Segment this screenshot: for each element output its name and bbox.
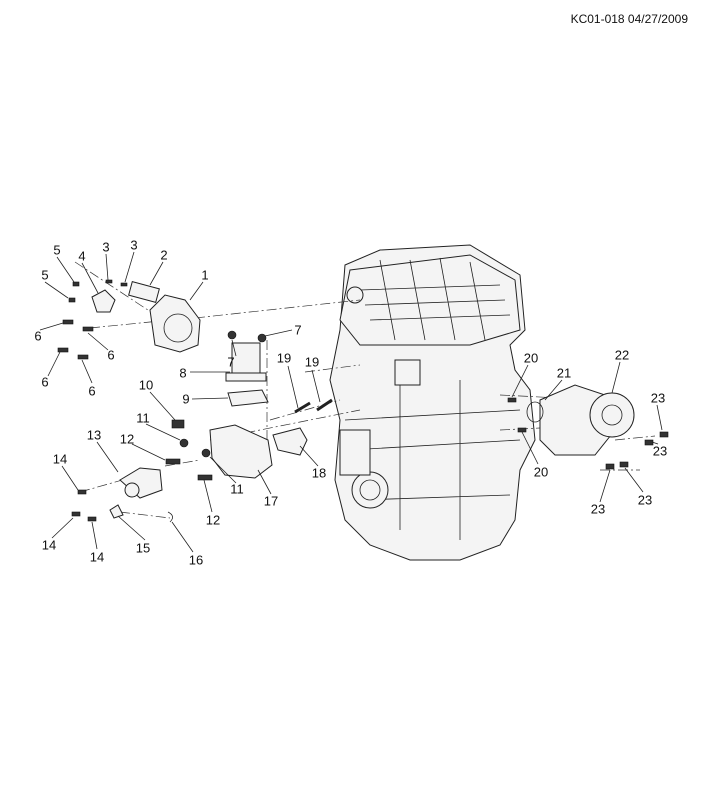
callout-7: 7 [294,322,302,338]
callout-6: 6 [41,374,49,390]
callout-14: 14 [89,549,105,565]
callout-15: 15 [135,540,151,556]
callout-5: 5 [41,267,49,283]
callout-5: 5 [53,242,61,258]
callout-23: 23 [637,492,653,508]
callout-14: 14 [52,451,68,467]
callout-10: 10 [138,377,154,393]
callout-7: 7 [227,354,235,370]
engine-assembly [329,244,536,561]
callout-17: 17 [263,493,279,509]
callout-23: 23 [650,390,666,406]
callout-11: 11 [136,410,150,426]
callout-14: 14 [41,537,57,553]
callout-2: 2 [160,247,168,263]
callout-1: 1 [201,267,209,283]
callout-19: 19 [276,350,292,366]
callout-9: 9 [182,391,190,407]
diagram-id: KC01-018 04/27/2009 [570,12,688,26]
callout-12: 12 [119,431,135,447]
callout-23: 23 [652,443,668,459]
callout-6: 6 [107,347,115,363]
callout-3: 3 [130,237,138,253]
callout-21: 21 [556,365,572,381]
callout-12: 12 [205,512,221,528]
callout-6: 6 [88,383,96,399]
callout-20: 20 [533,464,549,480]
callout-11: 11 [230,481,244,497]
callout-8: 8 [179,365,187,381]
callout-16: 16 [188,552,204,568]
callout-6: 6 [34,328,42,344]
callout-20: 20 [523,350,539,366]
callout-13: 13 [86,427,102,443]
callout-4: 4 [78,248,86,264]
callout-22: 22 [614,347,630,363]
callout-19: 19 [304,354,320,370]
callout-3: 3 [102,239,110,255]
callout-18: 18 [311,465,327,481]
callout-23: 23 [590,501,606,517]
